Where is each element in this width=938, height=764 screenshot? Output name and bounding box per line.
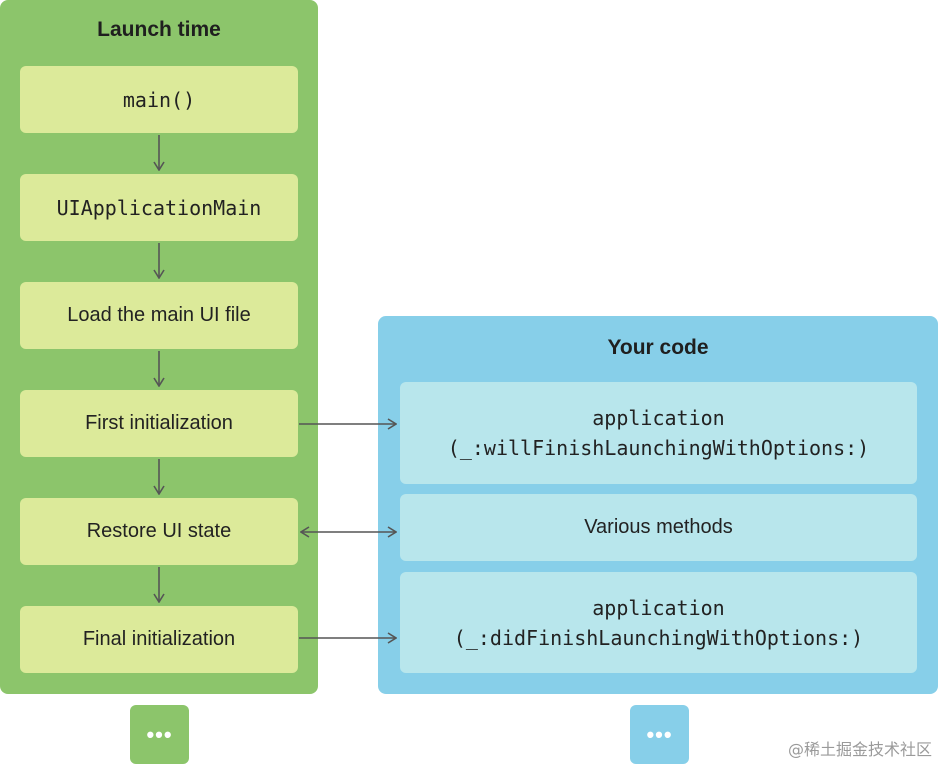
step-first-initialization: First initialization xyxy=(20,390,298,457)
did-finish-launching-box: application (_:didFinishLaunchingWithOpt… xyxy=(400,572,917,673)
did-finish-line-1: application xyxy=(592,595,725,620)
step-load-main-ui-file: Load the main UI file xyxy=(20,282,298,349)
ellipsis-icon: ••• xyxy=(646,721,673,747)
will-finish-line-1: application xyxy=(592,406,725,430)
your-code-title: Your code xyxy=(607,336,709,359)
will-finish-launching-box: application (_:willFinishLaunchingWithOp… xyxy=(400,382,917,484)
launch-more-button[interactable]: ••• xyxy=(130,705,189,764)
watermark: @稀土掘金技术社区 xyxy=(787,740,932,759)
will-finish-line-2: (_:willFinishLaunchingWithOptions:) xyxy=(447,436,870,460)
step-uiapplicationmain: UIApplicationMain xyxy=(20,174,298,241)
did-finish-line-2: (_:didFinishLaunchingWithOptions:) xyxy=(453,625,864,650)
launch-time-title: Launch time xyxy=(97,18,221,41)
step-final-initialization: Final initialization xyxy=(20,606,298,673)
step-restore-ui-state: Restore UI state xyxy=(20,498,298,565)
various-methods-box: Various methods xyxy=(400,494,917,561)
your-code-more-button[interactable]: ••• xyxy=(630,705,689,764)
various-methods-label: Various methods xyxy=(584,516,733,538)
ellipsis-icon: ••• xyxy=(146,721,173,747)
step-main: main() xyxy=(20,66,298,133)
